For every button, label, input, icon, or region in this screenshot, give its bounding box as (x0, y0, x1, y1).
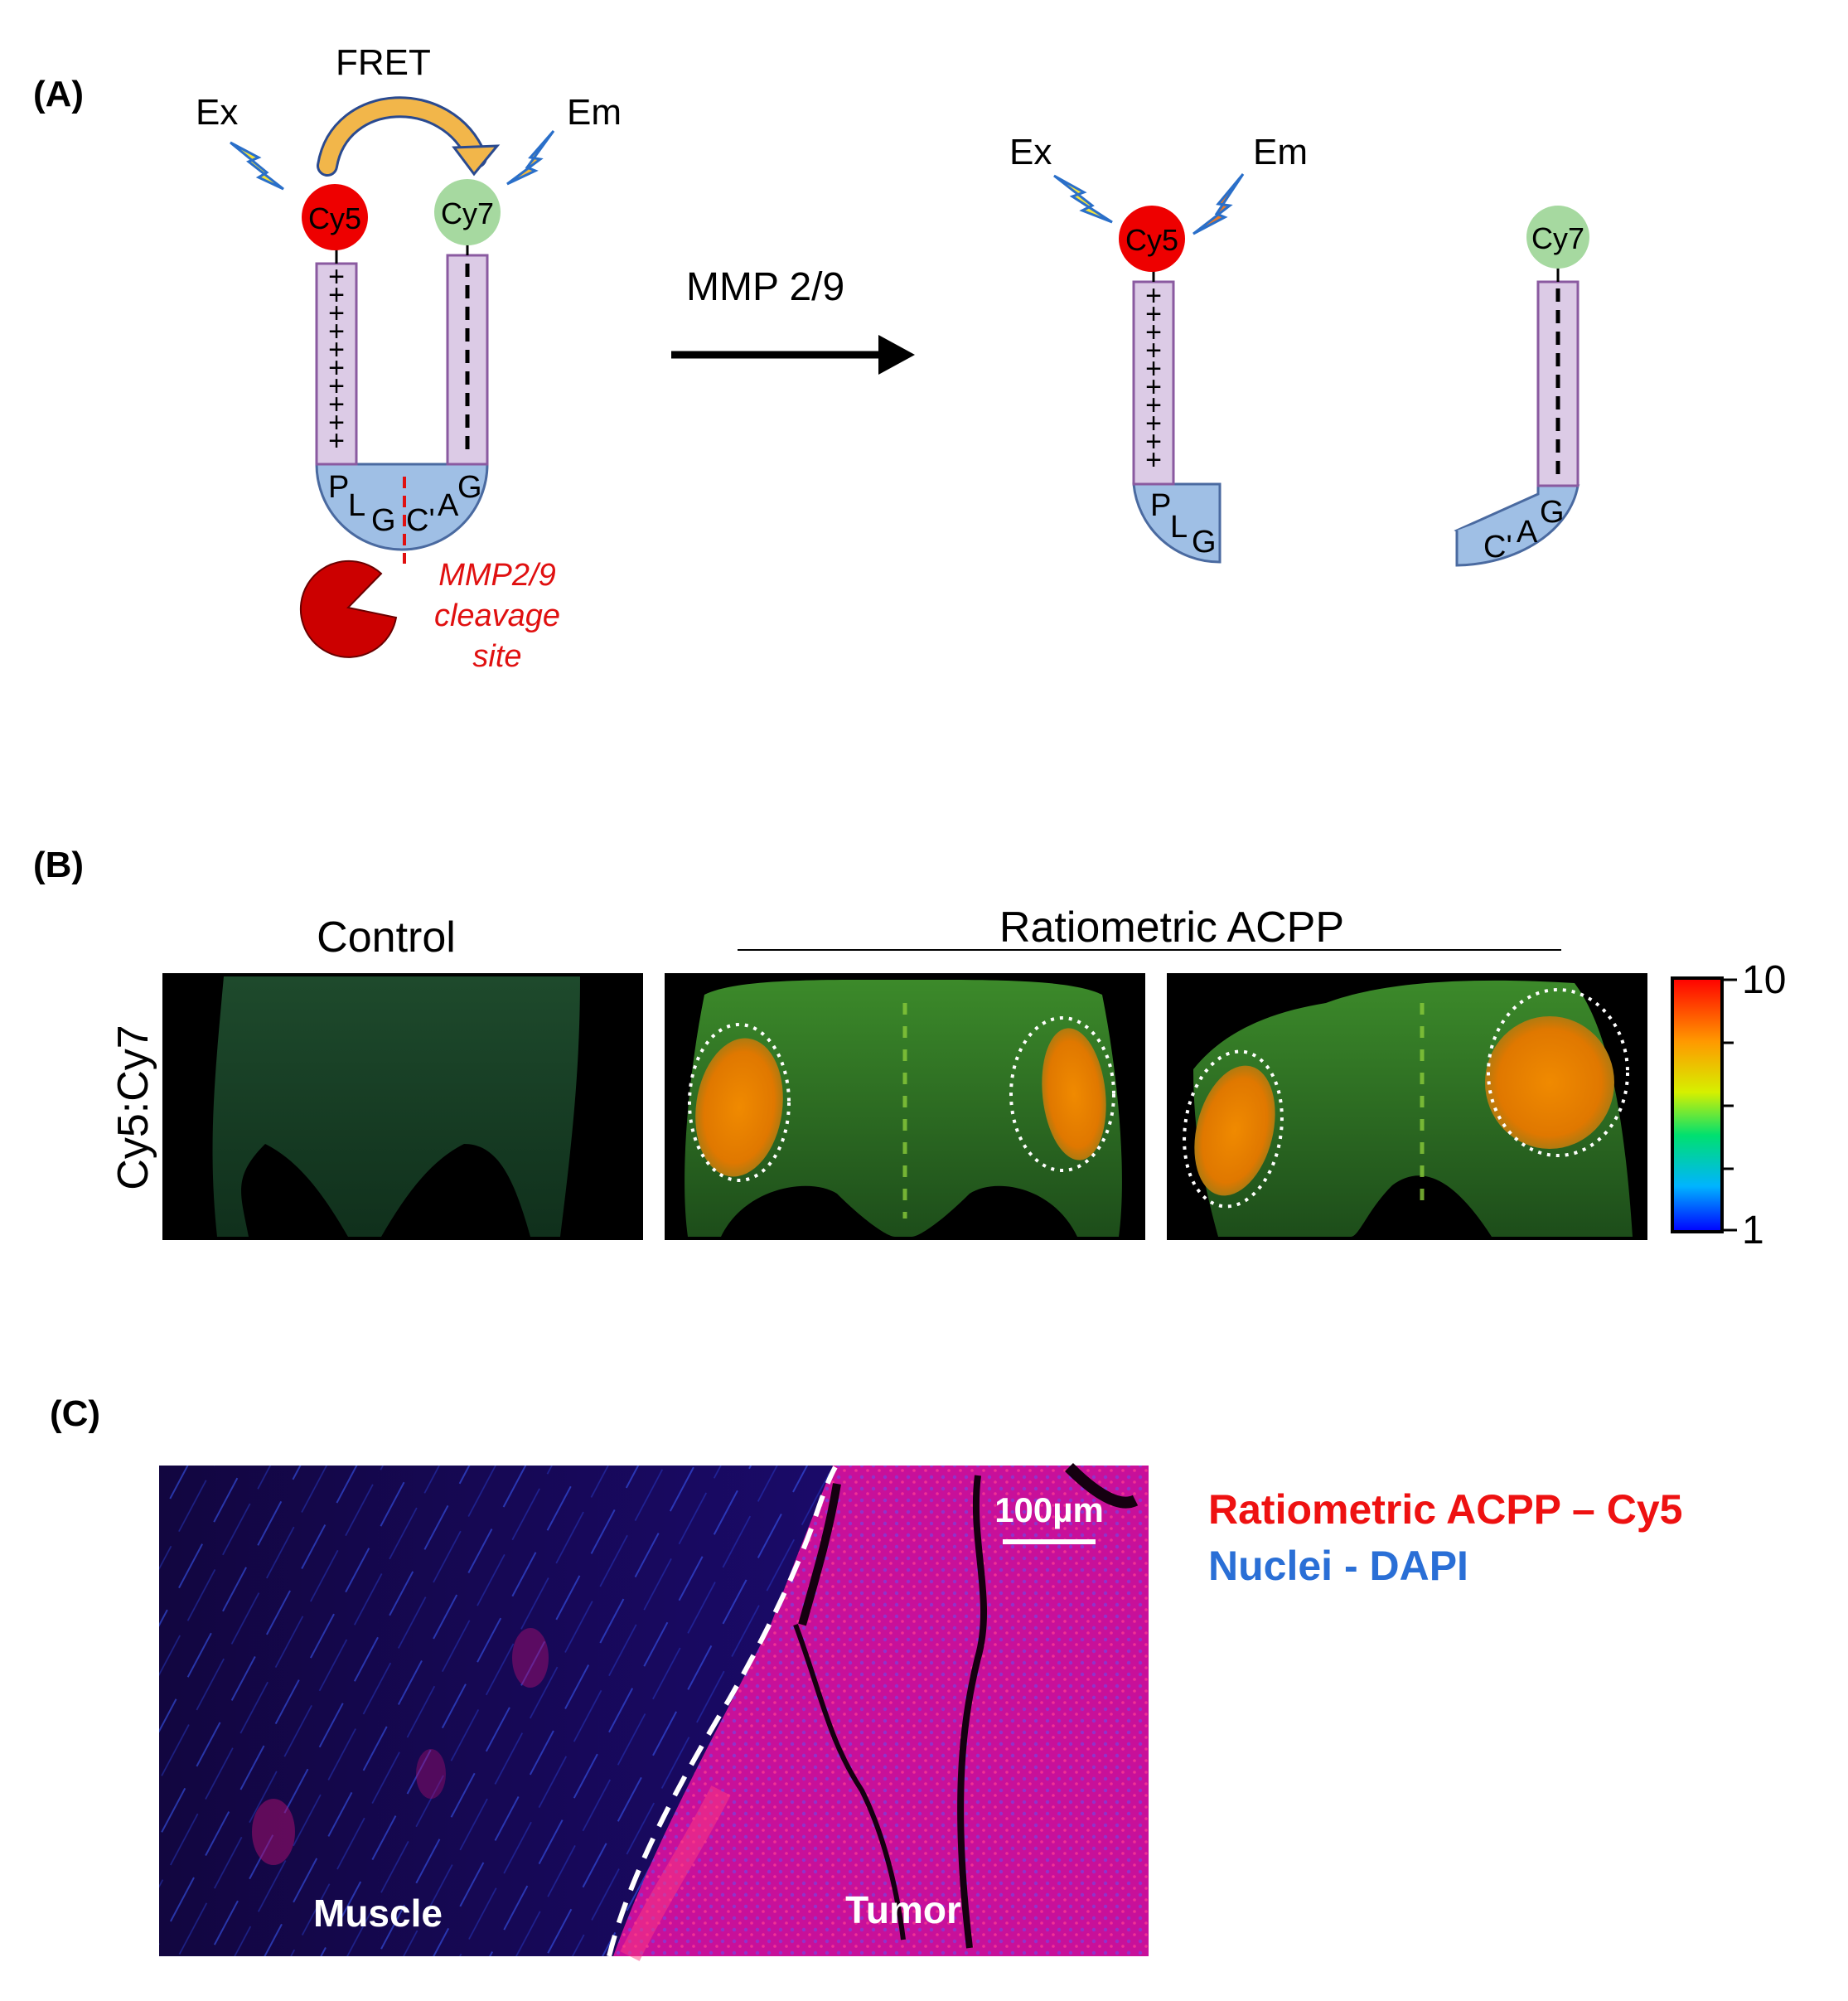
ratiometric-image-1 (665, 973, 1145, 1240)
scale-bar-label: 100µm (994, 1490, 1104, 1529)
panel-b-label: (B) (33, 845, 84, 885)
plus-charge: + (1145, 390, 1162, 421)
emission-bolt-icon (506, 130, 555, 186)
cy7-fluorophore-right (1526, 206, 1589, 269)
plus-charge: + (1145, 280, 1162, 312)
residue-c-left: C' (406, 503, 435, 538)
residue-p-left: P (328, 470, 349, 505)
panel-c-label: (C) (50, 1393, 100, 1434)
control-image (162, 973, 643, 1240)
cy7-label-right: Cy7 (1531, 221, 1584, 255)
reaction-arrowhead (878, 335, 915, 375)
legend-dapi: Nuclei - DAPI (1208, 1543, 1468, 1589)
ratiometric-label: Ratiometric ACPP (999, 904, 1344, 952)
residue-c-right: C' (1483, 530, 1512, 564)
panel-a-label: (A) (33, 74, 84, 114)
tumor-boundary-line (607, 1466, 838, 1957)
residue-a-left: A (438, 488, 459, 523)
plus-charge: + (1145, 298, 1162, 330)
em-label-left: Em (567, 92, 622, 133)
plus-charge: + (1145, 353, 1162, 385)
plus-charge: + (1145, 444, 1162, 476)
ratiometric-image-2 (1167, 973, 1647, 1240)
plus-charge: + (328, 407, 345, 438)
plus-charge: + (1145, 426, 1162, 458)
ex-label-left: Ex (196, 92, 238, 133)
cy5-cy7-ylabel: Cy5:Cy7 (109, 1025, 157, 1189)
residue-p-right: P (1150, 488, 1171, 523)
residue-l-right: L (1170, 510, 1188, 545)
plus-charge: + (328, 334, 345, 366)
plus-charge: + (328, 425, 345, 457)
cleavage-label-line1: MMP2/9 (438, 558, 555, 593)
plus-charge: + (1145, 335, 1162, 366)
residue-a-right: A (1517, 515, 1538, 550)
colorbar-min: 1 (1742, 1209, 1764, 1252)
plus-charges-left: ++++++++++ (328, 261, 345, 457)
cy5-fluorophore-right (1119, 206, 1185, 272)
residue-g2-left: G (457, 470, 482, 505)
polycation-strand-right (1132, 280, 1175, 486)
legend-cy5: Ratiometric ACPP – Cy5 (1208, 1486, 1682, 1533)
fret-arrow (319, 99, 485, 174)
residue-g-right: G (1192, 525, 1217, 560)
plus-charge: + (328, 298, 345, 329)
tumor-label: Tumor (845, 1888, 961, 1931)
cy5-fluorophore-left (302, 184, 368, 250)
residue-l-left: L (348, 488, 365, 523)
control-label: Control (317, 913, 456, 962)
histology-image: 100µm Muscle Tumor (159, 1463, 1149, 1961)
em-label-right: Em (1253, 132, 1308, 172)
plus-charge: + (1145, 371, 1162, 403)
mmp-enzyme-label: MMP 2/9 (686, 265, 844, 309)
plus-charges-right: ++++++++++ (1145, 280, 1162, 476)
muscle-label: Muscle (313, 1892, 443, 1935)
residue-g-right2: G (1540, 495, 1565, 530)
colorbar-max: 10 (1742, 958, 1786, 1002)
cy5-label-right: Cy5 (1125, 223, 1178, 257)
plus-charge: + (1145, 317, 1162, 348)
plus-charge: + (328, 389, 345, 420)
plus-charge: + (328, 261, 345, 293)
excitation-bolt-icon (230, 141, 284, 191)
peptide-linker-cy5-fragment (1132, 482, 1222, 564)
ex-label-right: Ex (1009, 132, 1052, 172)
peptide-linker-left (315, 463, 489, 551)
plus-charge: + (328, 279, 345, 311)
cy5-label-left: Cy5 (308, 201, 361, 235)
cleavage-label-line3: site (472, 639, 521, 674)
plus-charge: + (1145, 408, 1162, 439)
excitation-bolt-icon-right (1053, 174, 1113, 224)
residue-g-left: G (371, 503, 396, 538)
emission-bolt-icon-right (1192, 173, 1245, 235)
cleavage-label-line2: cleavage (434, 598, 560, 633)
mmp-enzyme-icon (299, 560, 398, 658)
colorbar (1671, 976, 1724, 1233)
fret-arrowhead (452, 144, 501, 177)
plus-charge: + (328, 316, 345, 347)
plus-charge: + (328, 352, 345, 384)
plus-charge: + (328, 371, 345, 402)
fret-label: FRET (336, 42, 431, 83)
cy7-label-left: Cy7 (441, 196, 494, 230)
cy7-fluorophore-left (434, 179, 501, 245)
